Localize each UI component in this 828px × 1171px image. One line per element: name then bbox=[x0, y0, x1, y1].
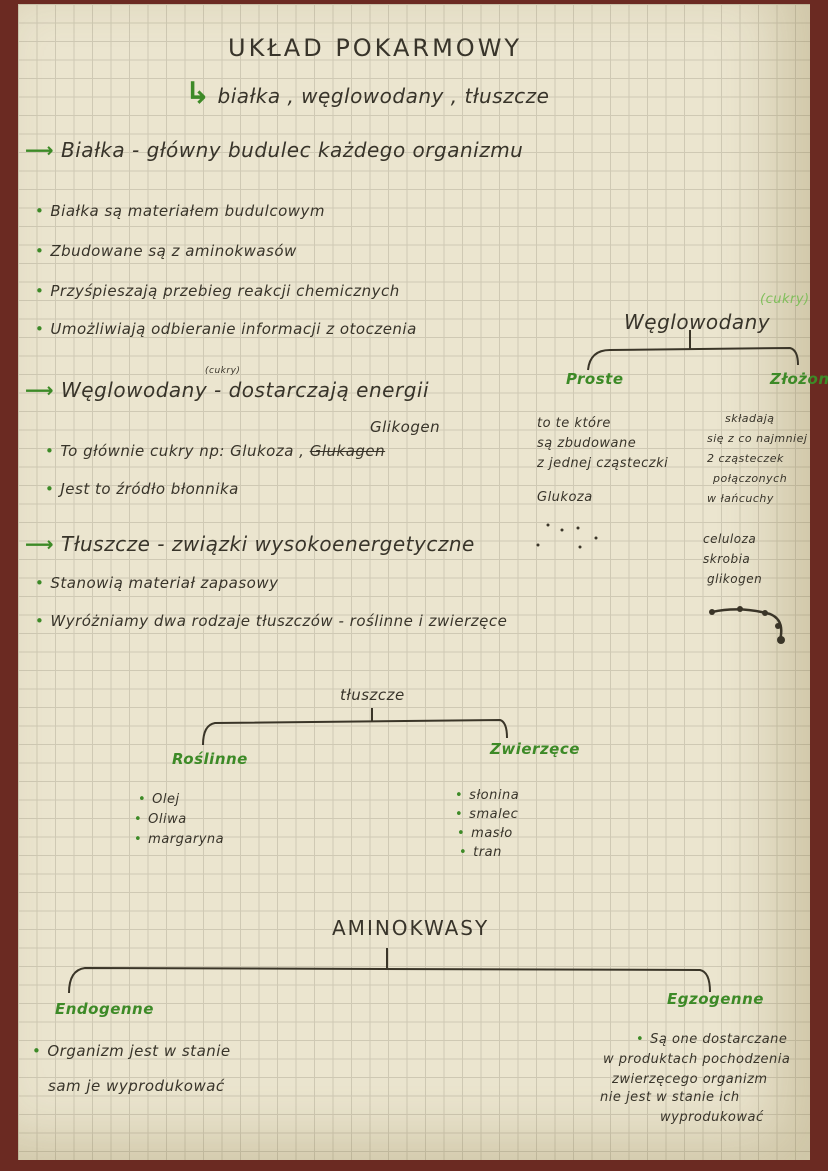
carb-tree-left-label: Proste bbox=[566, 370, 624, 388]
arrow-icon: ⟶ bbox=[25, 138, 55, 162]
list-item: Oliwa bbox=[134, 812, 187, 827]
arrow-icon: ⟶ bbox=[25, 532, 55, 556]
carb-tree-root: Węglowodany bbox=[624, 310, 771, 334]
text-line: sam je wyprodukować bbox=[48, 1077, 225, 1095]
heading-text: Węglowodany - dostarczają energii bbox=[61, 378, 429, 402]
text-line: się z co najmniej bbox=[707, 432, 808, 445]
struck-text: Glukagen bbox=[309, 442, 386, 460]
amino-tree-root: AMINOKWASY bbox=[332, 916, 490, 940]
list-item: tran bbox=[459, 845, 502, 860]
text-line: składają bbox=[725, 412, 775, 425]
annotation: (cukry) bbox=[760, 292, 810, 307]
subtitle: ↳ białka , węglowodany , tłuszcze bbox=[185, 76, 549, 111]
list-item: Jest to źródło błonnika bbox=[45, 480, 239, 498]
list-item: Stanowią materiał zapasowy bbox=[35, 574, 278, 592]
list-item-text: To głównie cukry np: Glukoza , bbox=[60, 442, 305, 460]
text-line: to te które bbox=[537, 416, 611, 431]
list-item: Olej bbox=[138, 792, 180, 807]
list-item: Zbudowane są z aminokwasów bbox=[35, 242, 297, 260]
list-item: słonina bbox=[455, 788, 519, 803]
correction: Glikogen bbox=[370, 418, 441, 436]
list-item: Białka są materiałem budulcowym bbox=[35, 202, 325, 220]
text-line: w produktach pochodzenia bbox=[603, 1052, 791, 1067]
list-item: margaryna bbox=[134, 832, 224, 847]
amino-tree-left-label: Endogenne bbox=[55, 1000, 154, 1018]
heading-text: Białka - główny budulec każdego organizm… bbox=[61, 138, 524, 162]
list-item: glikogen bbox=[707, 572, 763, 586]
list-item: skrobia bbox=[703, 552, 751, 566]
chain-drawing bbox=[711, 608, 783, 641]
text-line: 2 cząsteczek bbox=[707, 452, 784, 465]
list-item: Przyśpieszają przebieg reakcji chemiczny… bbox=[35, 282, 400, 300]
list-item: Są one dostarczane bbox=[636, 1032, 787, 1047]
subtitle-text: białka , węglowodany , tłuszcze bbox=[217, 84, 550, 108]
carb-tree-right-label: Złożone bbox=[770, 370, 828, 388]
list-item: masło bbox=[457, 826, 513, 841]
arrow-icon: ⟶ bbox=[25, 378, 55, 402]
fat-tree-bracket bbox=[202, 708, 508, 746]
text-line: nie jest w stanie ich bbox=[600, 1090, 740, 1105]
arrow-icon: ↳ bbox=[185, 76, 211, 111]
heading-weglowodany: ⟶ Węglowodany - dostarczają energii bbox=[25, 378, 429, 402]
list-item: To głównie cukry np: Glukoza , Glukagen bbox=[45, 442, 385, 460]
fat-tree-right-label: Zwierzęce bbox=[490, 740, 580, 758]
carb-tree-bracket bbox=[587, 330, 799, 371]
text-line: zwierzęcego organizm bbox=[612, 1072, 768, 1087]
list-item: Wyróżniamy dwa rodzaje tłuszczów - rośli… bbox=[35, 612, 507, 630]
amino-tree-right-label: Egzogenne bbox=[667, 990, 764, 1008]
text-line: z jednej cząsteczki bbox=[537, 456, 669, 471]
list-item: smalec bbox=[455, 807, 518, 822]
list-item: Organizm jest w stanie bbox=[32, 1042, 231, 1060]
text-line: wyprodukować bbox=[660, 1110, 764, 1125]
heading-text: Tłuszcze - związki wysokoenergetyczne bbox=[61, 532, 475, 556]
page-title: UKŁAD POKARMOWY bbox=[228, 34, 523, 62]
text-line: połączonych bbox=[713, 472, 788, 485]
list-item: celuloza bbox=[703, 532, 757, 546]
amino-tree-bracket bbox=[68, 948, 711, 994]
heading-bialka: ⟶ Białka - główny budulec każdego organi… bbox=[25, 138, 523, 162]
list-item: Glukoza bbox=[537, 490, 593, 505]
fat-tree-root: tłuszcze bbox=[340, 686, 405, 704]
text-line: w łańcuchy bbox=[707, 492, 774, 505]
annotation: (cukry) bbox=[205, 366, 241, 376]
heading-tluszcze: ⟶ Tłuszcze - związki wysokoenergetyczne bbox=[25, 532, 475, 556]
list-item: Umożliwiają odbieranie informacji z otoc… bbox=[35, 320, 417, 338]
fat-tree-left-label: Roślinne bbox=[172, 750, 248, 768]
text-line: są zbudowane bbox=[537, 436, 637, 451]
